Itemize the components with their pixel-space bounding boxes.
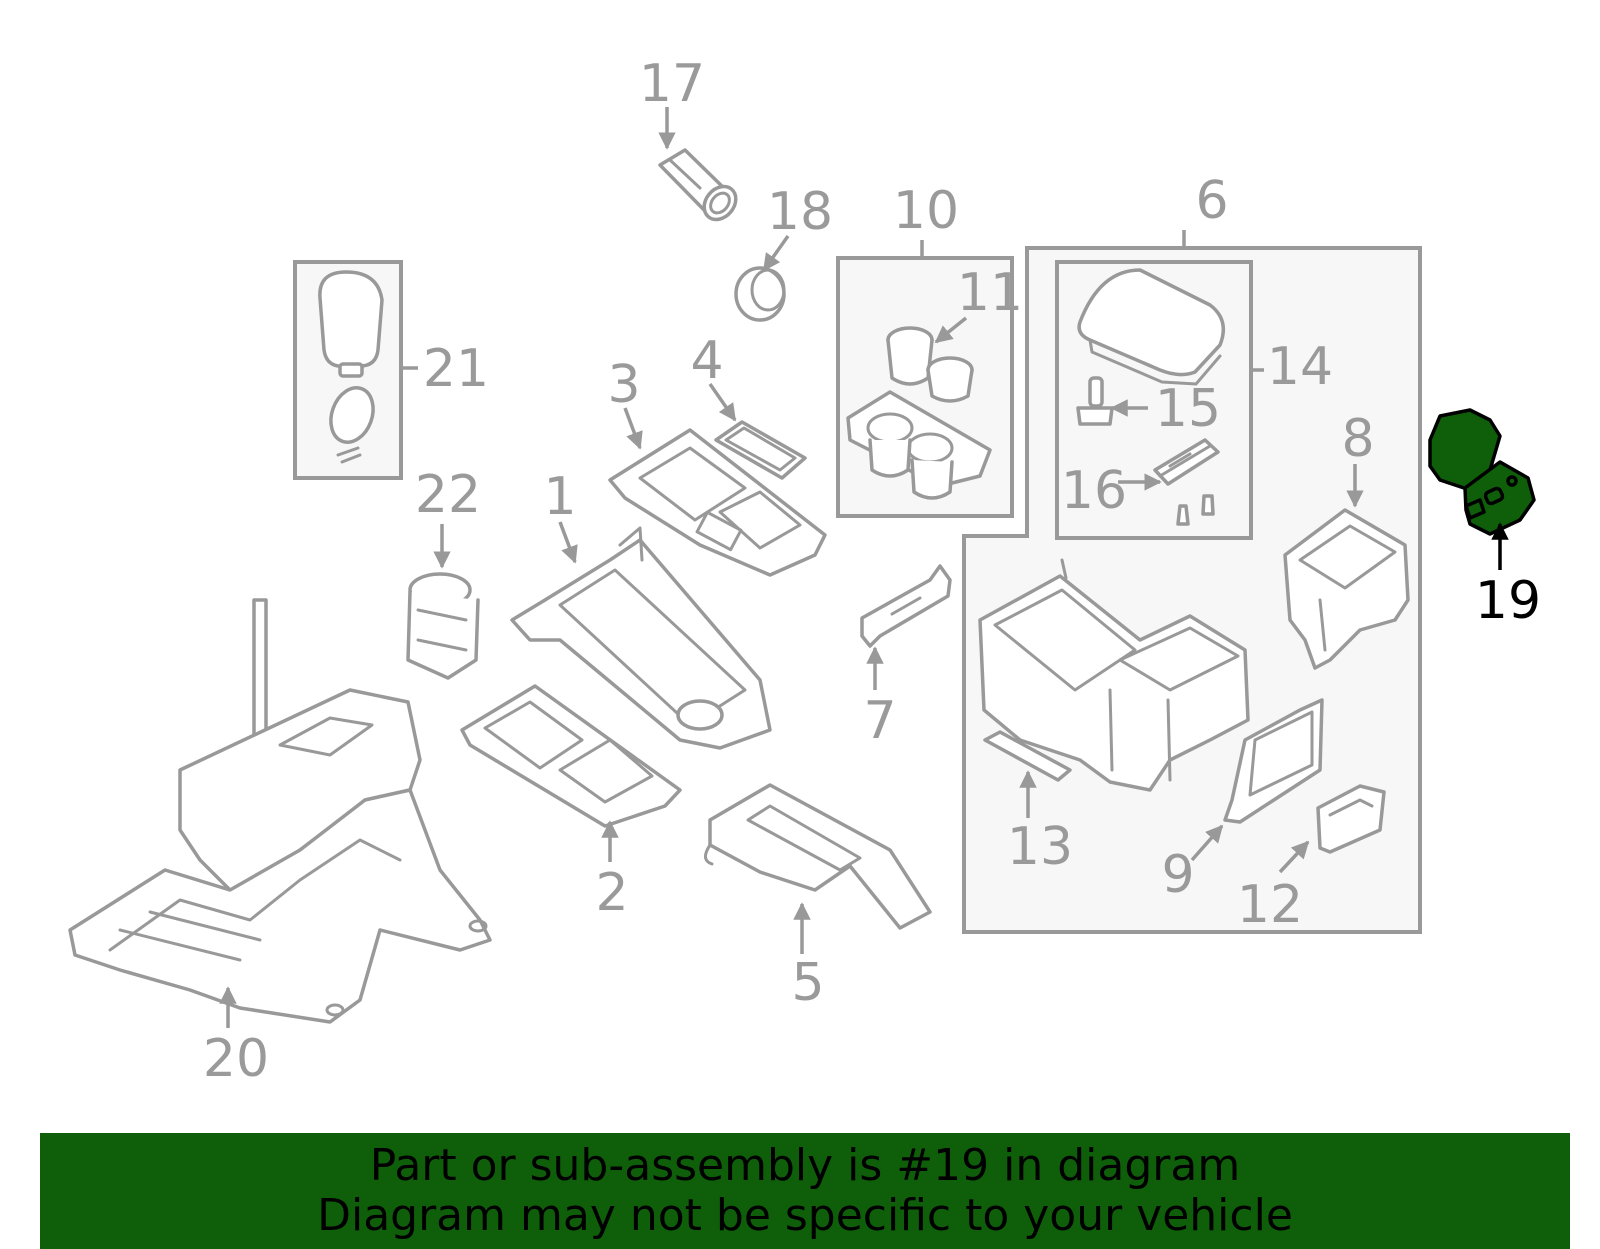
label-2: 2 xyxy=(595,863,628,923)
label-1: 1 xyxy=(543,467,576,527)
banner-line-1: Part or sub-assembly is #19 in diagram xyxy=(369,1140,1241,1191)
label-18: 18 xyxy=(767,182,833,242)
label-5: 5 xyxy=(791,953,824,1013)
part-13-small-trim xyxy=(983,730,1072,782)
part-9-panel xyxy=(1223,698,1324,824)
part-19-highlighted-part[interactable] xyxy=(1428,408,1536,536)
label-9: 9 xyxy=(1161,845,1194,905)
label-4: 4 xyxy=(690,331,723,391)
label-6: 6 xyxy=(1195,171,1228,231)
part-5-shifter-bezel xyxy=(704,783,932,930)
part-1-console-lower xyxy=(510,526,772,750)
part-21-shift-knob xyxy=(318,270,384,464)
label-7: 7 xyxy=(863,691,896,751)
part-3-console-trim xyxy=(608,428,827,577)
label-15: 15 xyxy=(1155,379,1221,439)
label-16: 16 xyxy=(1061,461,1127,521)
label-3: 3 xyxy=(607,355,640,415)
label-8: 8 xyxy=(1341,409,1374,469)
label-14: 14 xyxy=(1267,337,1333,397)
part-16-clip xyxy=(1153,438,1220,526)
part-17-socket xyxy=(658,148,738,222)
part-8-side-bracket xyxy=(1283,508,1410,670)
part-2-trim-lower xyxy=(460,684,682,828)
label-22: 22 xyxy=(415,465,481,525)
part-7-bracket xyxy=(860,564,952,648)
part-20-shifter-assembly xyxy=(68,598,492,1024)
info-banner: Part or sub-assembly is #19 in diagram D… xyxy=(40,1133,1570,1249)
part-10-cup-holder xyxy=(846,326,992,500)
part-12-module xyxy=(1316,784,1386,854)
label-11: 11 xyxy=(957,263,1023,323)
part-4-bezel xyxy=(714,420,807,480)
label-19: 19 xyxy=(1475,571,1541,631)
label-13: 13 xyxy=(1007,817,1073,877)
label-20: 20 xyxy=(203,1029,269,1089)
banner-line-2: Diagram may not be specific to your vehi… xyxy=(317,1190,1293,1241)
part-15-pin xyxy=(1076,376,1114,426)
label-21: 21 xyxy=(423,339,489,399)
part-22-switch xyxy=(406,572,480,680)
label-10: 10 xyxy=(893,181,959,241)
label-12: 12 xyxy=(1237,875,1303,935)
part-14-armrest-lid xyxy=(1077,268,1226,386)
part-18-ring xyxy=(734,266,786,322)
label-17: 17 xyxy=(639,54,705,114)
part-6-console-body xyxy=(978,558,1250,792)
